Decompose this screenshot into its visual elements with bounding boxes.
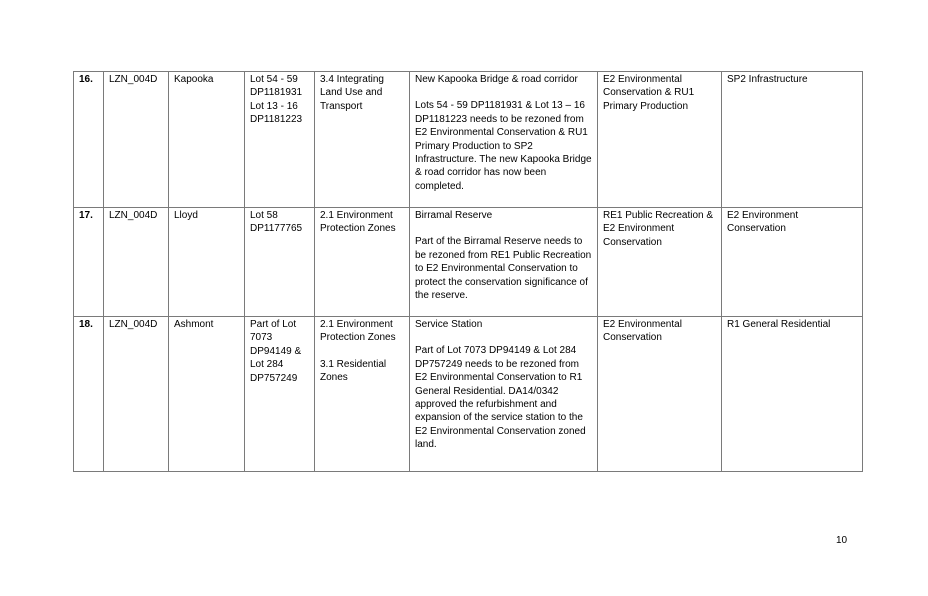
- lot-line: Lot 284: [250, 359, 284, 371]
- ministerial-direction: 2.1 Environment Protection Zones 3.1 Res…: [314, 316, 410, 472]
- lot-line: DP1181223: [250, 114, 303, 126]
- ministerial-direction: 2.1 Environment Protection Zones: [314, 207, 410, 317]
- lot-line: DP1177765: [250, 223, 303, 235]
- current-zone: E2 Environmental Conservation & RU1 Prim…: [597, 71, 722, 208]
- lot-reference: Part of Lot 7073 DP94149 & Lot 284 DP757…: [244, 316, 315, 472]
- page-number: 10: [836, 535, 848, 546]
- lot-line: DP94149 &: [250, 345, 302, 357]
- proposed-zone: R1 General Residential: [721, 316, 863, 472]
- description-title: New Kapooka Bridge & road corridor: [415, 74, 578, 85]
- locality: Lloyd: [168, 207, 245, 317]
- item-number: 16.: [73, 71, 104, 208]
- current-zone: E2 Environmental Conservation: [597, 316, 722, 472]
- amendment-code: LZN_004D: [103, 207, 169, 317]
- description: Birramal Reserve Part of the Birramal Re…: [409, 207, 598, 317]
- lot-reference: Lot 58 DP1177765: [244, 207, 315, 317]
- proposed-zone: E2 Environment Conservation: [721, 207, 863, 317]
- direction-item: 2.1 Environment Protection Zones: [320, 210, 396, 235]
- amendment-code: LZN_004D: [103, 71, 169, 208]
- locality: Kapooka: [168, 71, 245, 208]
- ministerial-direction: 3.4 Integrating Land Use and Transport: [314, 71, 410, 208]
- description-detail: Lots 54 - 59 DP1181931 & Lot 13 – 16 DP1…: [415, 100, 592, 192]
- amendment-code: LZN_004D: [103, 316, 169, 472]
- lot-line: DP1181931: [250, 87, 303, 99]
- lot-reference: Lot 54 - 59 DP1181931 Lot 13 - 16 DP1181…: [244, 71, 315, 208]
- description-title: Service Station: [415, 319, 483, 330]
- table-row: 17. LZN_004D Lloyd Lot 58 DP1177765 2.1 …: [73, 207, 863, 317]
- locality: Ashmont: [168, 316, 245, 472]
- lot-line: Lot 13 - 16: [250, 100, 298, 112]
- table-row: 18. LZN_004D Ashmont Part of Lot 7073 DP…: [73, 316, 863, 472]
- lot-line: Lot 58: [250, 210, 278, 221]
- description: New Kapooka Bridge & road corridor Lots …: [409, 71, 598, 208]
- direction-item: 3.1 Residential Zones: [320, 358, 387, 384]
- proposed-zone: SP2 Infrastructure: [721, 71, 863, 208]
- direction-item: 2.1 Environment Protection Zones: [320, 319, 396, 344]
- table-row: 16. LZN_004D Kapooka Lot 54 - 59 DP11819…: [73, 71, 863, 208]
- description-detail: Part of Lot 7073 DP94149 & Lot 284 DP757…: [415, 345, 586, 451]
- description-title: Birramal Reserve: [415, 210, 493, 221]
- description: Service Station Part of Lot 7073 DP94149…: [409, 316, 598, 472]
- current-zone: RE1 Public Recreation & E2 Environment C…: [597, 207, 722, 317]
- lot-line: 7073: [250, 332, 273, 344]
- lot-line: DP757249: [250, 372, 298, 384]
- amendments-table: 16. LZN_004D Kapooka Lot 54 - 59 DP11819…: [73, 71, 863, 472]
- direction-item: 3.4 Integrating Land Use and Transport: [320, 74, 384, 112]
- lot-line: Lot 54 - 59: [250, 74, 298, 85]
- item-number: 17.: [73, 207, 104, 317]
- item-number: 18.: [73, 316, 104, 472]
- lot-line: Part of Lot: [250, 319, 297, 330]
- description-detail: Part of the Birramal Reserve needs to be…: [415, 236, 592, 302]
